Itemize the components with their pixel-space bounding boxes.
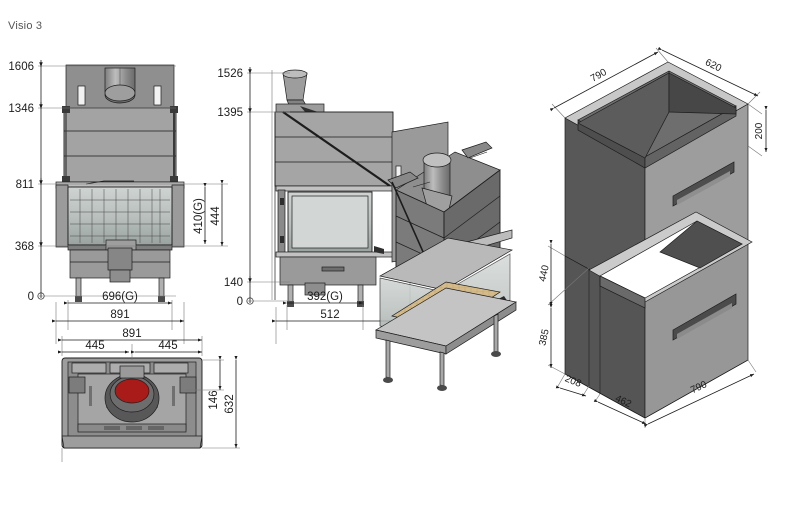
dim-891-front: 891 <box>110 309 129 321</box>
dim-146: 146 <box>208 390 220 409</box>
plan-view: 891 445 445 146 632 <box>58 328 240 462</box>
dim-696g: 696(G) <box>102 291 138 303</box>
fireplace-perspective-view <box>375 121 517 391</box>
dim-392g: 392(G) <box>307 291 343 303</box>
page-title: Visio 3 <box>8 20 43 32</box>
dim-444: 444 <box>210 206 222 226</box>
side-elevation-view: 1526 1395 140 0 392(G) 512 <box>217 67 411 344</box>
dim-0-front: 0 <box>28 291 34 303</box>
dim-200: 200 <box>754 122 765 139</box>
dim-632: 632 <box>224 394 236 413</box>
dim-1395: 1395 <box>217 107 243 119</box>
dim-410g: 410(G) <box>193 198 205 234</box>
dim-790-top: 790 <box>589 67 609 85</box>
dim-445-left: 445 <box>85 340 104 352</box>
dim-1526: 1526 <box>217 68 243 80</box>
dim-368: 368 <box>15 241 34 253</box>
dim-1606: 1606 <box>8 61 34 73</box>
dim-0-side: 0 <box>237 296 243 308</box>
dim-140: 140 <box>224 277 243 289</box>
front-elevation-view: 1606 1346 811 368 0 410(G) 444 696(G) 89… <box>8 60 228 344</box>
dim-891-plan: 891 <box>122 328 141 340</box>
enclosure-isometric-view: 790 620 200 440 385 <box>537 46 768 428</box>
dim-440: 440 <box>537 264 551 283</box>
dim-811: 811 <box>16 179 34 191</box>
dim-620: 620 <box>703 57 723 74</box>
dim-385: 385 <box>537 328 551 347</box>
dim-512: 512 <box>320 309 339 321</box>
dim-445-right: 445 <box>158 340 177 352</box>
dim-1346: 1346 <box>8 103 34 115</box>
